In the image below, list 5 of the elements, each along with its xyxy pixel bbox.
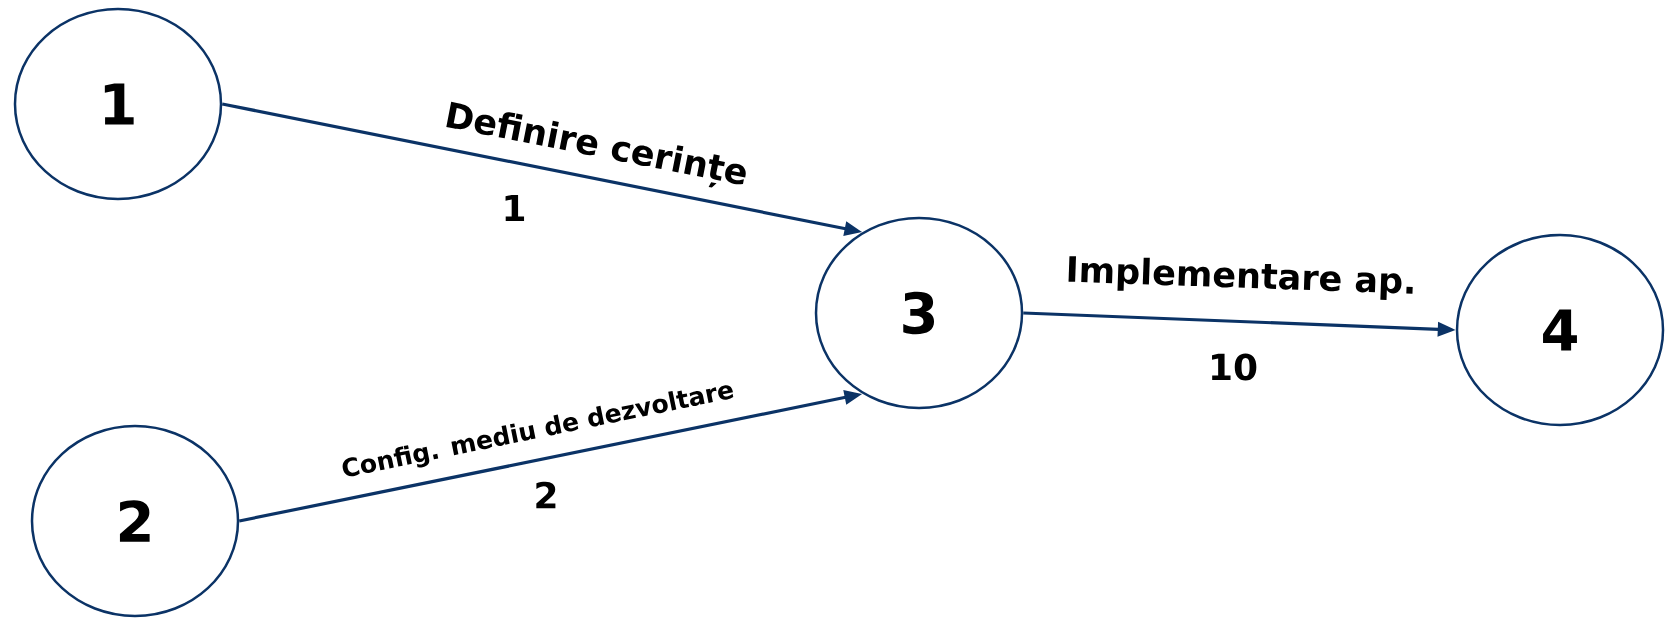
duration-label: 1: [505, 194, 525, 222]
duration-label: 2: [536, 481, 556, 509]
edge-label: Definire cerințe: [440, 99, 752, 195]
edge-label: Implementare ap.: [1064, 253, 1418, 303]
duration-label: 10: [1212, 353, 1257, 381]
